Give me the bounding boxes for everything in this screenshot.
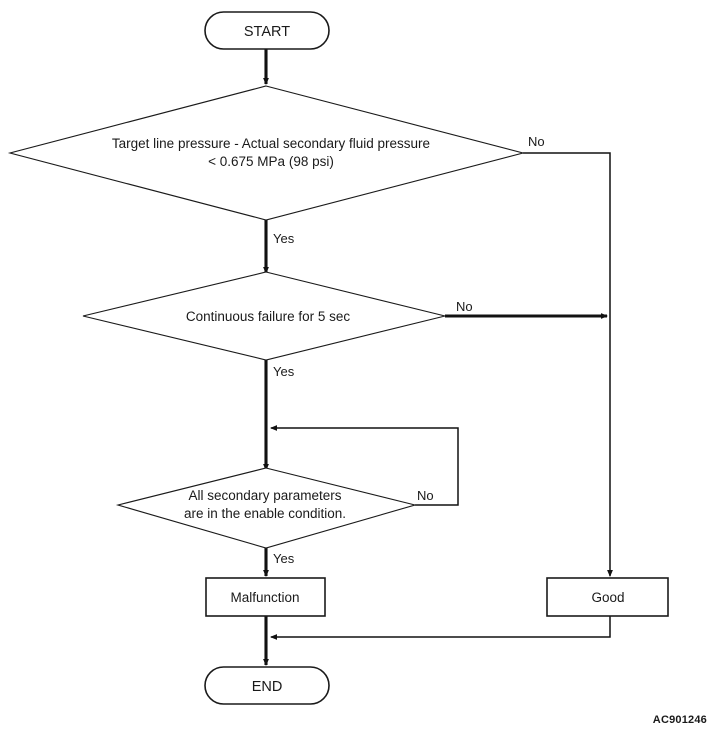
node-decision1-line1: Target line pressure - Actual secondary …	[112, 136, 430, 151]
edge-label-decision2-no: No	[456, 299, 473, 314]
node-start-label: START	[244, 24, 290, 40]
edge-label-decision1-no: No	[528, 134, 545, 149]
figure-id-watermark: AC901246	[652, 714, 707, 726]
node-decision1[interactable]	[7, 85, 526, 221]
node-malfunction[interactable]	[205, 577, 326, 617]
edge-good-to-end-trunk	[269, 616, 611, 640]
edge-label-decision2-yes: Yes	[273, 364, 295, 379]
node-start[interactable]	[204, 11, 330, 50]
node-good[interactable]	[546, 577, 669, 617]
edge-decision1-no-to-good	[523, 152, 613, 578]
node-decision2-line1: Continuous failure for 5 sec	[186, 309, 351, 324]
node-decision1-line2: < 0.675 MPa (98 psi)	[208, 154, 334, 169]
edge-label-decision3-yes: Yes	[273, 551, 295, 566]
node-decision3-line1: All secondary parameters	[188, 488, 341, 503]
node-end-label: END	[252, 679, 283, 695]
node-decision2[interactable]	[82, 271, 446, 361]
node-decision3[interactable]	[115, 467, 418, 549]
edge-label-decision1-yes: Yes	[273, 231, 295, 246]
node-good-label: Good	[591, 590, 624, 605]
node-end[interactable]	[204, 666, 330, 705]
node-malfunction-label: Malfunction	[230, 590, 299, 605]
edge-decision3-no-loopback	[269, 424, 459, 506]
node-decision3-line2: are in the enable condition.	[184, 506, 346, 521]
edge-label-decision3-no: No	[417, 488, 434, 503]
